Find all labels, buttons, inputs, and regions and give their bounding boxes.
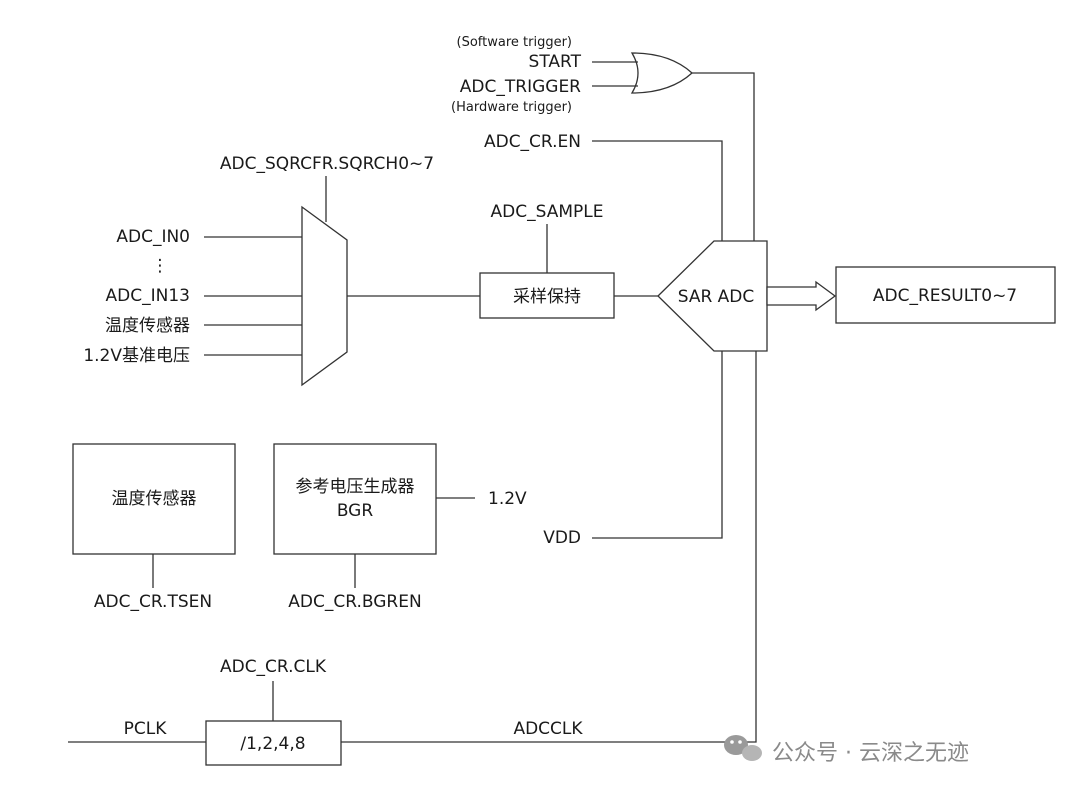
wire-vdd (592, 351, 723, 539)
clock-divider-block (205, 720, 342, 766)
bgr-block (273, 443, 437, 555)
multiplexer (301, 205, 348, 387)
label-adcclk: ADCCLK (513, 719, 583, 739)
label-sample-hold: 采样保持 (513, 287, 581, 307)
label-sqrch: ADC_SQRCFR.SQRCH0~7 (220, 154, 434, 174)
label-adc-trigger: ADC_TRIGGER (460, 77, 581, 97)
label-start: START (529, 52, 582, 72)
label-bgren: ADC_CR.BGREN (288, 592, 421, 612)
label-adc-in13: ADC_IN13 (106, 286, 190, 306)
label-sar-adc: SAR ADC (678, 287, 755, 307)
label-divider: /1,2,4,8 (240, 734, 305, 754)
label-temp-input: 温度传感器 (105, 316, 190, 336)
label-ref-input: 1.2V基准电压 (83, 346, 190, 366)
label-adc-cr-clk: ADC_CR.CLK (220, 657, 327, 677)
label-bgr-line2: BGR (337, 501, 374, 521)
label-1v2: 1.2V (488, 489, 527, 509)
temp-sensor-block (72, 443, 236, 555)
wire-adc-cr-en (592, 140, 723, 241)
wechat-icon (724, 735, 762, 761)
output-arrow (766, 280, 837, 312)
label-adc-cr-en: ADC_CR.EN (484, 132, 581, 152)
label-bgr-line1: 参考电压生成器 (296, 477, 415, 497)
label-adc-sample: ADC_SAMPLE (491, 202, 604, 222)
or-gate (630, 52, 693, 94)
wire-adcclk (341, 351, 757, 743)
result-block (835, 266, 1056, 324)
label-software-trigger: (Software trigger) (457, 35, 572, 50)
label-hardware-trigger: (Hardware trigger) (451, 100, 572, 115)
watermark-text: 公众号 · 云深之无迹 (772, 741, 969, 766)
label-result: ADC_RESULT0~7 (873, 286, 1017, 306)
label-adc-in0: ADC_IN0 (116, 227, 190, 247)
label-pclk: PCLK (124, 719, 168, 739)
wire-trigger-to-adc (692, 72, 755, 241)
label-vdots: ⋮ (152, 256, 169, 276)
label-vdd: VDD (543, 528, 581, 548)
label-tsen: ADC_CR.TSEN (94, 592, 212, 612)
label-temp-sensor: 温度传感器 (112, 489, 197, 509)
